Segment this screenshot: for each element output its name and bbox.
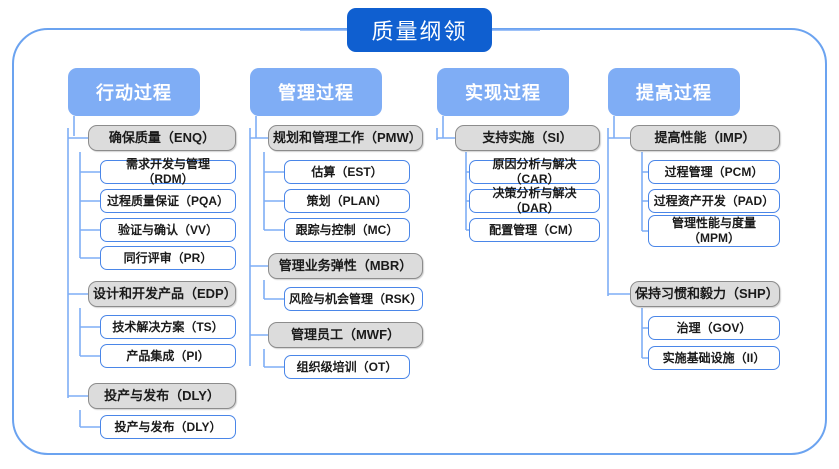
leaf-node-est[interactable]: 估算（EST）: [284, 160, 410, 184]
column-header-improvement[interactable]: 提高过程: [608, 68, 740, 116]
leaf-node-ii[interactable]: 实施基础设施（II）: [648, 346, 780, 370]
leaf-node-mc[interactable]: 跟踪与控制（MC）: [284, 218, 410, 242]
group-node-imp[interactable]: 提高性能（IMP）: [630, 125, 780, 151]
leaf-node-mpm[interactable]: 管理性能与度量（MPM）: [648, 215, 780, 247]
leaf-node-car[interactable]: 原因分析与解决（CAR）: [469, 157, 600, 186]
group-node-enq[interactable]: 确保质量（ENQ）: [88, 125, 236, 151]
leaf-node-pcm[interactable]: 过程管理（PCM）: [648, 160, 780, 184]
group-node-si[interactable]: 支持实施（SI）: [455, 125, 600, 151]
leaf-node-pqa[interactable]: 过程质量保证（PQA）: [100, 189, 236, 213]
leaf-node-rdm[interactable]: 需求开发与管理（RDM）: [100, 157, 236, 186]
leaf-node-dly[interactable]: 投产与发布（DLY）: [100, 415, 236, 439]
leaf-node-dar[interactable]: 决策分析与解决（DAR）: [469, 186, 600, 215]
leaf-node-pr[interactable]: 同行评审（PR）: [100, 246, 236, 270]
group-node-shp[interactable]: 保持习惯和毅力（SHP）: [630, 281, 780, 307]
leaf-node-pi[interactable]: 产品集成（PI）: [100, 344, 236, 368]
group-node-mwf[interactable]: 管理员工（MWF）: [268, 322, 423, 348]
column-header-realization[interactable]: 实现过程: [437, 68, 569, 116]
leaf-node-plan[interactable]: 策划（PLAN）: [284, 189, 410, 213]
group-node-pmw[interactable]: 规划和管理工作（PMW）: [268, 125, 423, 151]
leaf-node-ot[interactable]: 组织级培训（OT）: [284, 355, 410, 379]
column-header-action[interactable]: 行动过程: [68, 68, 200, 116]
column-header-management[interactable]: 管理过程: [250, 68, 382, 116]
leaf-node-ts[interactable]: 技术解决方案（TS）: [100, 315, 236, 339]
leaf-node-gov[interactable]: 治理（GOV）: [648, 316, 780, 340]
group-node-mbr[interactable]: 管理业务弹性（MBR）: [268, 253, 423, 279]
page-title: 质量纲领: [347, 8, 492, 52]
group-node-edp[interactable]: 设计和开发产品（EDP）: [88, 281, 237, 307]
leaf-node-cm[interactable]: 配置管理（CM）: [469, 218, 600, 242]
leaf-node-vv[interactable]: 验证与确认（VV）: [100, 218, 236, 242]
group-node-dly[interactable]: 投产与发布（DLY）: [88, 383, 236, 409]
leaf-node-pad[interactable]: 过程资产开发（PAD）: [648, 189, 780, 213]
leaf-node-rsk[interactable]: 风险与机会管理（RSK）: [284, 287, 423, 311]
